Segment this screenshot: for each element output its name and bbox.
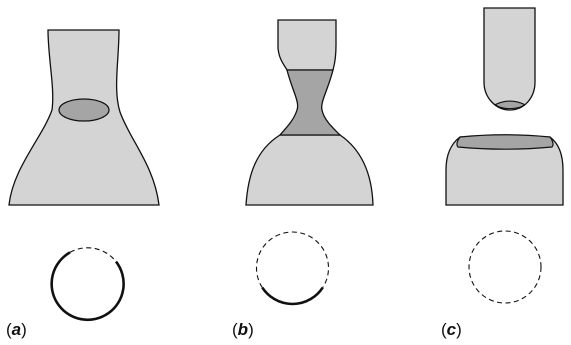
panel-a-circle <box>50 247 125 322</box>
panel-c-lower-cap <box>456 134 554 150</box>
panel-b-neck <box>278 69 342 136</box>
panel-c-circle <box>468 230 542 304</box>
panel-a: (a) <box>6 29 160 339</box>
panel-b-circle-dashed-arc <box>255 231 330 288</box>
panel-b: (b) <box>232 19 374 339</box>
panel-c-upper-drop <box>483 7 536 111</box>
panel-a-circle-dashed-arc <box>69 247 117 262</box>
panel-c-label: (c) <box>441 320 462 339</box>
panel-a-circle-solid-arc <box>50 251 125 322</box>
panel-c-circle-dashed <box>468 230 542 304</box>
panel-c: (c) <box>441 7 564 339</box>
panel-a-label: (a) <box>6 320 27 339</box>
panel-a-neck-spot <box>58 98 110 122</box>
panel-b-lower-shape <box>245 134 374 206</box>
panel-b-label: (b) <box>232 320 254 339</box>
panel-b-circle <box>255 231 330 306</box>
panel-b-circle-solid-arc <box>261 286 324 306</box>
panel-b-upper-shape <box>277 19 337 71</box>
panel-c-upper-tip <box>494 100 526 110</box>
